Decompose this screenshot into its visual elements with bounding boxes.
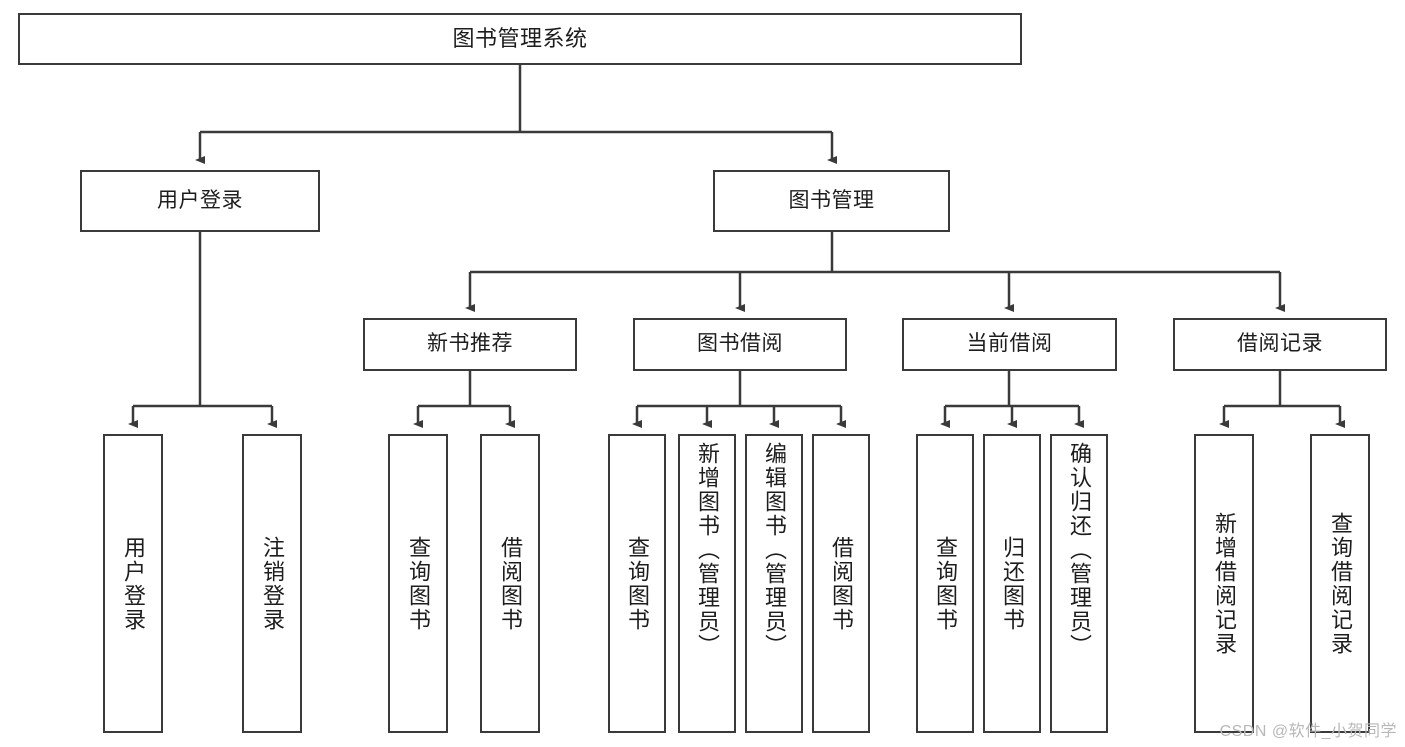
leaf-borrow-book-label: 借阅图书 [829,535,854,632]
node-book-management[interactable]: 图书管理 [713,170,950,232]
node-user-login-label: 用户登录 [157,188,243,212]
leaf-confirm-return-admin-label: 确认归还（管理员） [1067,442,1092,658]
leaf-edit-book-admin-label: 编辑图书（管理员） [762,442,787,658]
node-current-borrow[interactable]: 当前借阅 [902,318,1117,371]
leaf-add-borrow-record[interactable]: 新增借阅记录 [1194,434,1254,733]
node-new-book-recommend-label: 新书推荐 [427,332,513,356]
leaf-confirm-return-admin[interactable]: 确认归还（管理员） [1050,434,1108,733]
leaf-return-book[interactable]: 归还图书 [983,434,1041,733]
node-book-borrow[interactable]: 图书借阅 [633,318,847,371]
leaf-query-book-current-label: 查询图书 [933,535,958,632]
node-root-label: 图书管理系统 [452,26,588,52]
leaf-add-borrow-record-label: 新增借阅记录 [1212,511,1237,656]
leaf-query-book-current[interactable]: 查询图书 [916,434,974,733]
leaf-logout-label: 注销登录 [260,535,285,632]
leaf-logout[interactable]: 注销登录 [242,434,302,733]
leaf-query-book-recommend[interactable]: 查询图书 [388,434,448,733]
node-user-login[interactable]: 用户登录 [80,170,320,232]
leaf-query-borrow-record[interactable]: 查询借阅记录 [1310,434,1370,733]
node-book-borrow-label: 图书借阅 [697,332,783,356]
node-root[interactable]: 图书管理系统 [18,13,1022,65]
leaf-borrow-book[interactable]: 借阅图书 [812,434,870,733]
leaf-borrow-book-recommend-label: 借阅图书 [498,535,523,632]
node-borrow-record-label: 借阅记录 [1237,332,1323,356]
leaf-query-book-recommend-label: 查询图书 [406,535,431,632]
leaf-add-book-admin-label: 新增图书（管理员） [695,442,720,658]
leaf-borrow-book-recommend[interactable]: 借阅图书 [480,434,540,733]
leaf-query-borrow-record-label: 查询借阅记录 [1328,511,1353,656]
leaf-query-book-borrow-label: 查询图书 [625,535,650,632]
node-book-management-label: 图书管理 [788,188,875,212]
leaf-return-book-label: 归还图书 [1000,535,1025,632]
watermark: CSDN @软件_小贺同学 [1219,723,1397,740]
leaf-add-book-admin[interactable]: 新增图书（管理员） [678,434,736,733]
leaf-query-book-borrow[interactable]: 查询图书 [608,434,666,733]
leaf-user-login[interactable]: 用户登录 [103,434,163,733]
node-borrow-record[interactable]: 借阅记录 [1173,318,1387,371]
node-current-borrow-label: 当前借阅 [966,332,1053,356]
leaf-user-login-label: 用户登录 [121,535,146,632]
leaf-edit-book-admin[interactable]: 编辑图书（管理员） [745,434,803,733]
node-new-book-recommend[interactable]: 新书推荐 [363,318,577,371]
